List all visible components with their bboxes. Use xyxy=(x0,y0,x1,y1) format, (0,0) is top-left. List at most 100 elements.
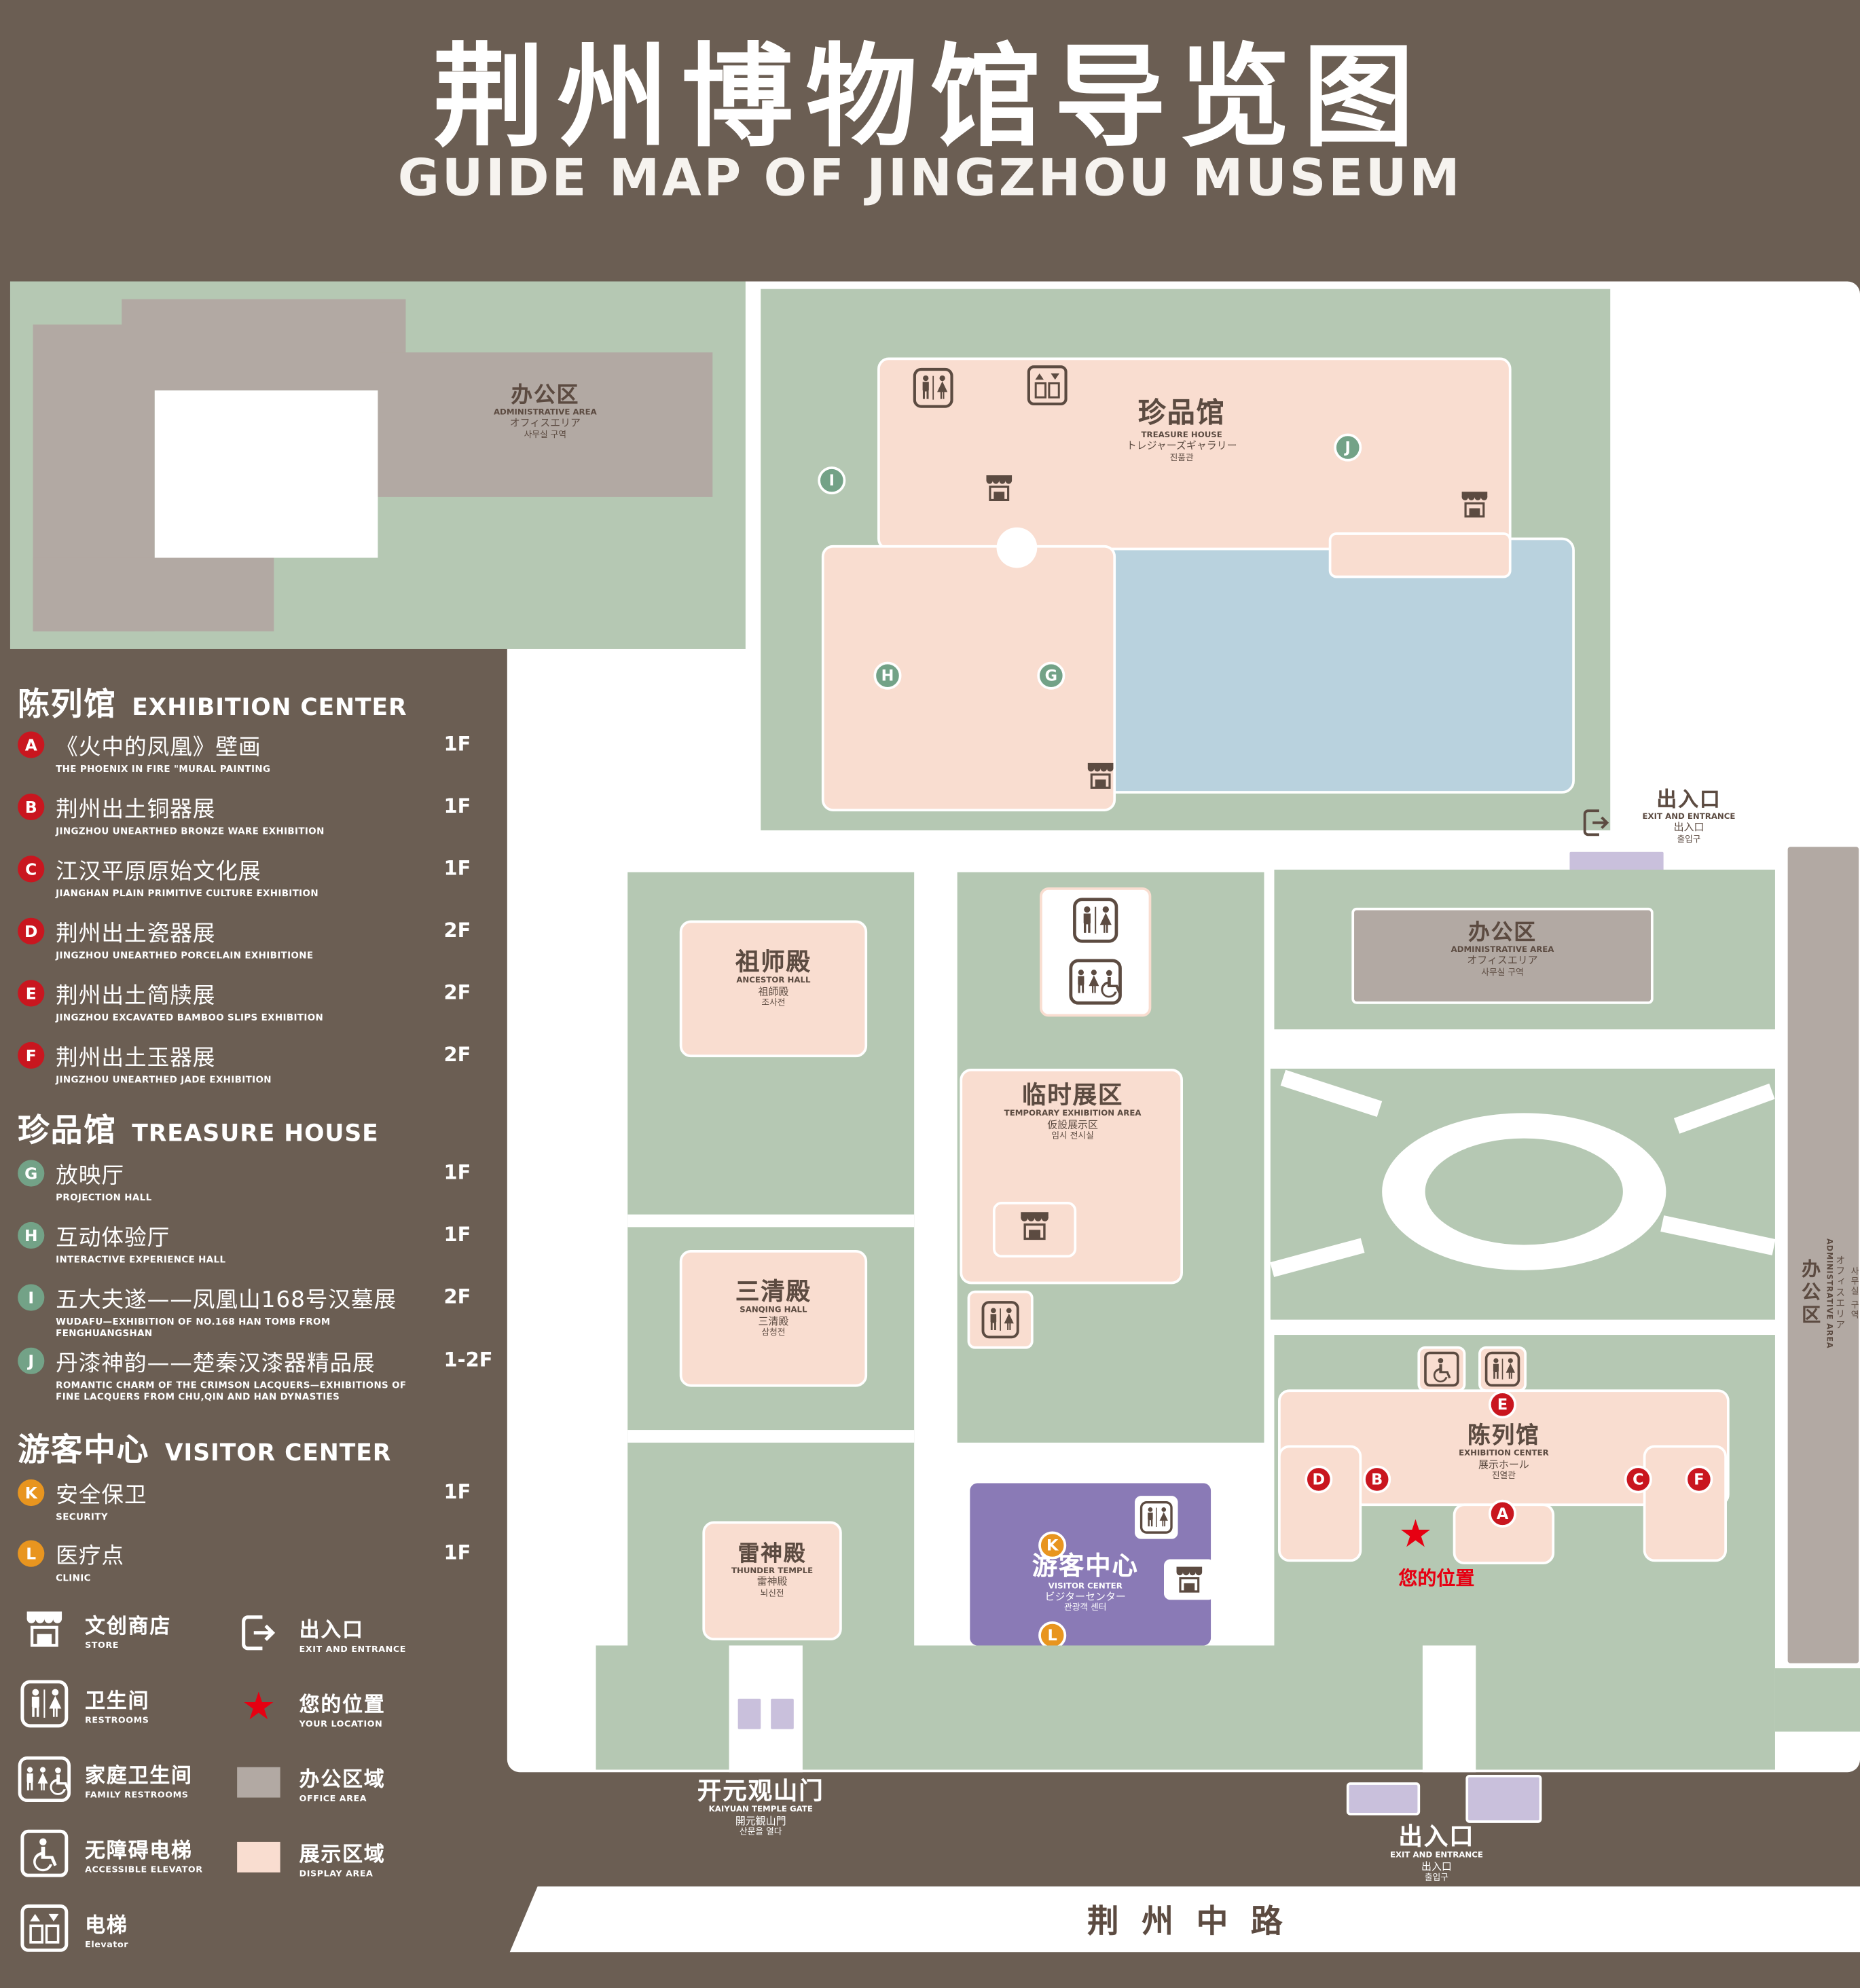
legend-item-G: G 放映厅 PROJECTION HALL 1F xyxy=(18,1159,499,1203)
admin-east-label: 办公区 ADMINISTRATIVE AREA オフィスエリア 사무실 구역 xyxy=(1799,1238,1859,1348)
legend-symbol-restrooms: 卫生间 RESTROOMS xyxy=(18,1680,149,1728)
legend-item-E: E 荆州出土简牍展 JINGZHOU EXCAVATED BAMBOO SLIP… xyxy=(18,978,499,1023)
admin-nw-building xyxy=(33,557,274,631)
courtyard-notch xyxy=(996,527,1038,568)
legend-symbol-display-area: 展示区域 DISPLAY AREA xyxy=(232,1833,386,1881)
map-marker-D: D xyxy=(1305,1465,1333,1494)
office-area-swatch xyxy=(232,1759,285,1807)
legend-badge-K: K xyxy=(18,1479,45,1507)
page-subtitle: GUIDE MAP OF JINGZHOU MUSEUM xyxy=(397,149,1463,208)
legend-badge-L: L xyxy=(18,1540,45,1567)
legend-symbol-accessible-elevator: 无障碍电梯 ACCESSIBLE ELEVATOR xyxy=(18,1829,202,1877)
thunder-temple-building xyxy=(702,1521,842,1641)
legend-section-visitor-center: 游客中心 VISITOR CENTER xyxy=(18,1431,392,1469)
restroom-icon xyxy=(1073,898,1118,943)
elevator-icon xyxy=(1027,365,1068,406)
treasure-house-building xyxy=(1328,532,1512,578)
legend-item-I: I 五大夫遂——凤凰山168号汉墓展 WUDAFU—EXHIBITION OF … xyxy=(18,1283,499,1339)
entrance-pad xyxy=(1346,1782,1421,1816)
path xyxy=(627,1430,915,1443)
sanqing-hall-building xyxy=(679,1249,868,1387)
legend-badge-F: F xyxy=(18,1042,45,1069)
your-location-label: 您的位置 xyxy=(1398,1566,1475,1590)
map-marker-A: A xyxy=(1488,1499,1517,1528)
legend-badge-I: I xyxy=(18,1284,45,1311)
map-marker-I: I xyxy=(818,466,846,495)
legend-item-J: J 丹漆神韵——楚秦汉漆器精品展 ROMANTIC CHARM OF THE C… xyxy=(18,1346,499,1402)
family-restroom-icon xyxy=(18,1754,71,1803)
restroom-icon xyxy=(1140,1501,1173,1534)
visitor-center-label: 游客中心 VISITOR CENTER ビジターセンター 관광객 센터 xyxy=(1032,1550,1139,1613)
map-marker-G: G xyxy=(1037,661,1065,690)
admin-nw-building xyxy=(378,352,713,497)
road: 荆州中路 xyxy=(509,1886,1860,1953)
legend-item-H: H 互动体验厅 INTERACTIVE EXPERIENCE HALL 1F xyxy=(18,1221,499,1265)
gate-door xyxy=(735,1696,763,1732)
store-block xyxy=(992,1202,1077,1258)
legend-symbol-exit: 出入口 EXIT AND ENTRANCE xyxy=(232,1608,406,1657)
legend-badge-A: A xyxy=(18,731,45,758)
legend-badge-E: E xyxy=(18,980,45,1007)
page-title: 荆州博物馆导览图 xyxy=(433,31,1427,162)
legend-badge-H: H xyxy=(18,1221,45,1249)
accessible-elevator-icon xyxy=(18,1829,71,1877)
legend-symbol-office-area: 办公区域 OFFICE AREA xyxy=(232,1759,386,1807)
legend-symbol-family-restrooms: 家庭卫生间 FAMILY RESTROOMS xyxy=(18,1754,193,1803)
legend-badge-C: C xyxy=(18,855,45,883)
exhibition-center-label: 陈列馆 EXHIBITION CENTER 展示ホール 진열관 xyxy=(1459,1422,1549,1481)
legend-symbol-elevator: 电梯 Elevator xyxy=(18,1904,128,1952)
path xyxy=(627,1214,915,1228)
thunder-temple-label: 雷神殿 THUNDER TEMPLE 雷神殿 뇌신전 xyxy=(731,1541,814,1599)
exit-opening xyxy=(1422,1645,1476,1773)
exhibition-center-building xyxy=(1278,1445,1362,1562)
restroom-block xyxy=(1040,887,1152,1017)
treasure-house-building xyxy=(821,545,1116,811)
restroom-icon xyxy=(913,367,953,408)
accessible-elevator-icon xyxy=(1424,1351,1459,1386)
garden-island xyxy=(1425,1138,1623,1245)
legend-item-C: C 江汉平原原始文化展 JIANGHAN PLAIN PRIMITIVE CUL… xyxy=(18,854,499,899)
store-icon xyxy=(1084,760,1117,791)
store-icon xyxy=(18,1605,71,1653)
green-corner-se xyxy=(1774,1668,1860,1732)
map-marker-F: F xyxy=(1685,1465,1713,1494)
admin-mid-label: 办公区 ADMINISTRATIVE AREA オフィスエリア 사무실 구역 xyxy=(1451,920,1554,978)
map-marker-K: K xyxy=(1038,1531,1067,1560)
map-marker-H: H xyxy=(873,661,902,690)
your-location-star: ★ xyxy=(1398,1512,1433,1557)
legend-badge-J: J xyxy=(18,1347,45,1374)
legend-symbol-store: 文创商店 STORE xyxy=(18,1605,171,1653)
exit-icon xyxy=(232,1608,285,1657)
road-label: 荆州中路 xyxy=(1087,1902,1306,1940)
store-icon xyxy=(1173,1564,1206,1595)
exit-south-label: 出入口 EXIT AND ENTRANCE 出入口 출입구 xyxy=(1389,1822,1483,1883)
legend-item-L: L 医疗点 CLINIC 1F xyxy=(18,1539,499,1583)
location-star-icon: ★ xyxy=(241,1685,276,1729)
legend-symbol-your-location: ★ 您的位置 YOUR LOCATION xyxy=(232,1684,386,1732)
restroom-icon xyxy=(18,1680,71,1728)
sanqing-hall-label: 三清殿 SANQING HALL 三清殿 삼청전 xyxy=(735,1278,812,1338)
ancestor-hall-label: 祖师殿 ANCESTOR HALL 祖師殿 조사전 xyxy=(735,948,812,1008)
temporary-exhibition-label: 临时展区 TEMPORARY EXHIBITION AREA 仮設展示区 임시 … xyxy=(1004,1081,1142,1141)
legend-section-exhibition-center: 陈列馆 EXHIBITION CENTER xyxy=(18,686,407,723)
elevator-icon xyxy=(18,1904,71,1952)
map-marker-C: C xyxy=(1624,1465,1652,1494)
exhibition-center-building xyxy=(1643,1445,1727,1562)
gate-label: 开元观山门 KAIYUAN TEMPLE GATE 開元観山門 산문을 열다 xyxy=(697,1777,824,1837)
gate-door xyxy=(768,1696,797,1732)
admin-east-building xyxy=(1785,844,1860,1666)
store-icon xyxy=(983,473,1016,503)
restroom-icon xyxy=(1484,1351,1520,1386)
legend-item-K: K 安全保卫 SECURITY 1F xyxy=(18,1478,499,1522)
exit-ne-label: 出入口 EXIT AND ENTRANCE 出入口 출입구 xyxy=(1642,787,1736,844)
legend-item-A: A 《火中的凤凰》壁画 THE PHOENIX IN FIRE "MURAL P… xyxy=(18,730,499,775)
legend-badge-D: D xyxy=(18,917,45,944)
display-area-swatch xyxy=(232,1833,285,1881)
ancestor-hall-building xyxy=(679,920,868,1058)
courtyard xyxy=(154,390,378,558)
store-block xyxy=(1163,1559,1215,1600)
map-marker-L: L xyxy=(1038,1621,1067,1650)
admin-nw-label: 办公区 ADMINISTRATIVE AREA オフィスエリア 사무실 구역 xyxy=(493,382,597,440)
treasure-house-label: 珍品馆 TREASURE HOUSE トレジャーズギャラリー 진품관 xyxy=(1126,398,1237,463)
